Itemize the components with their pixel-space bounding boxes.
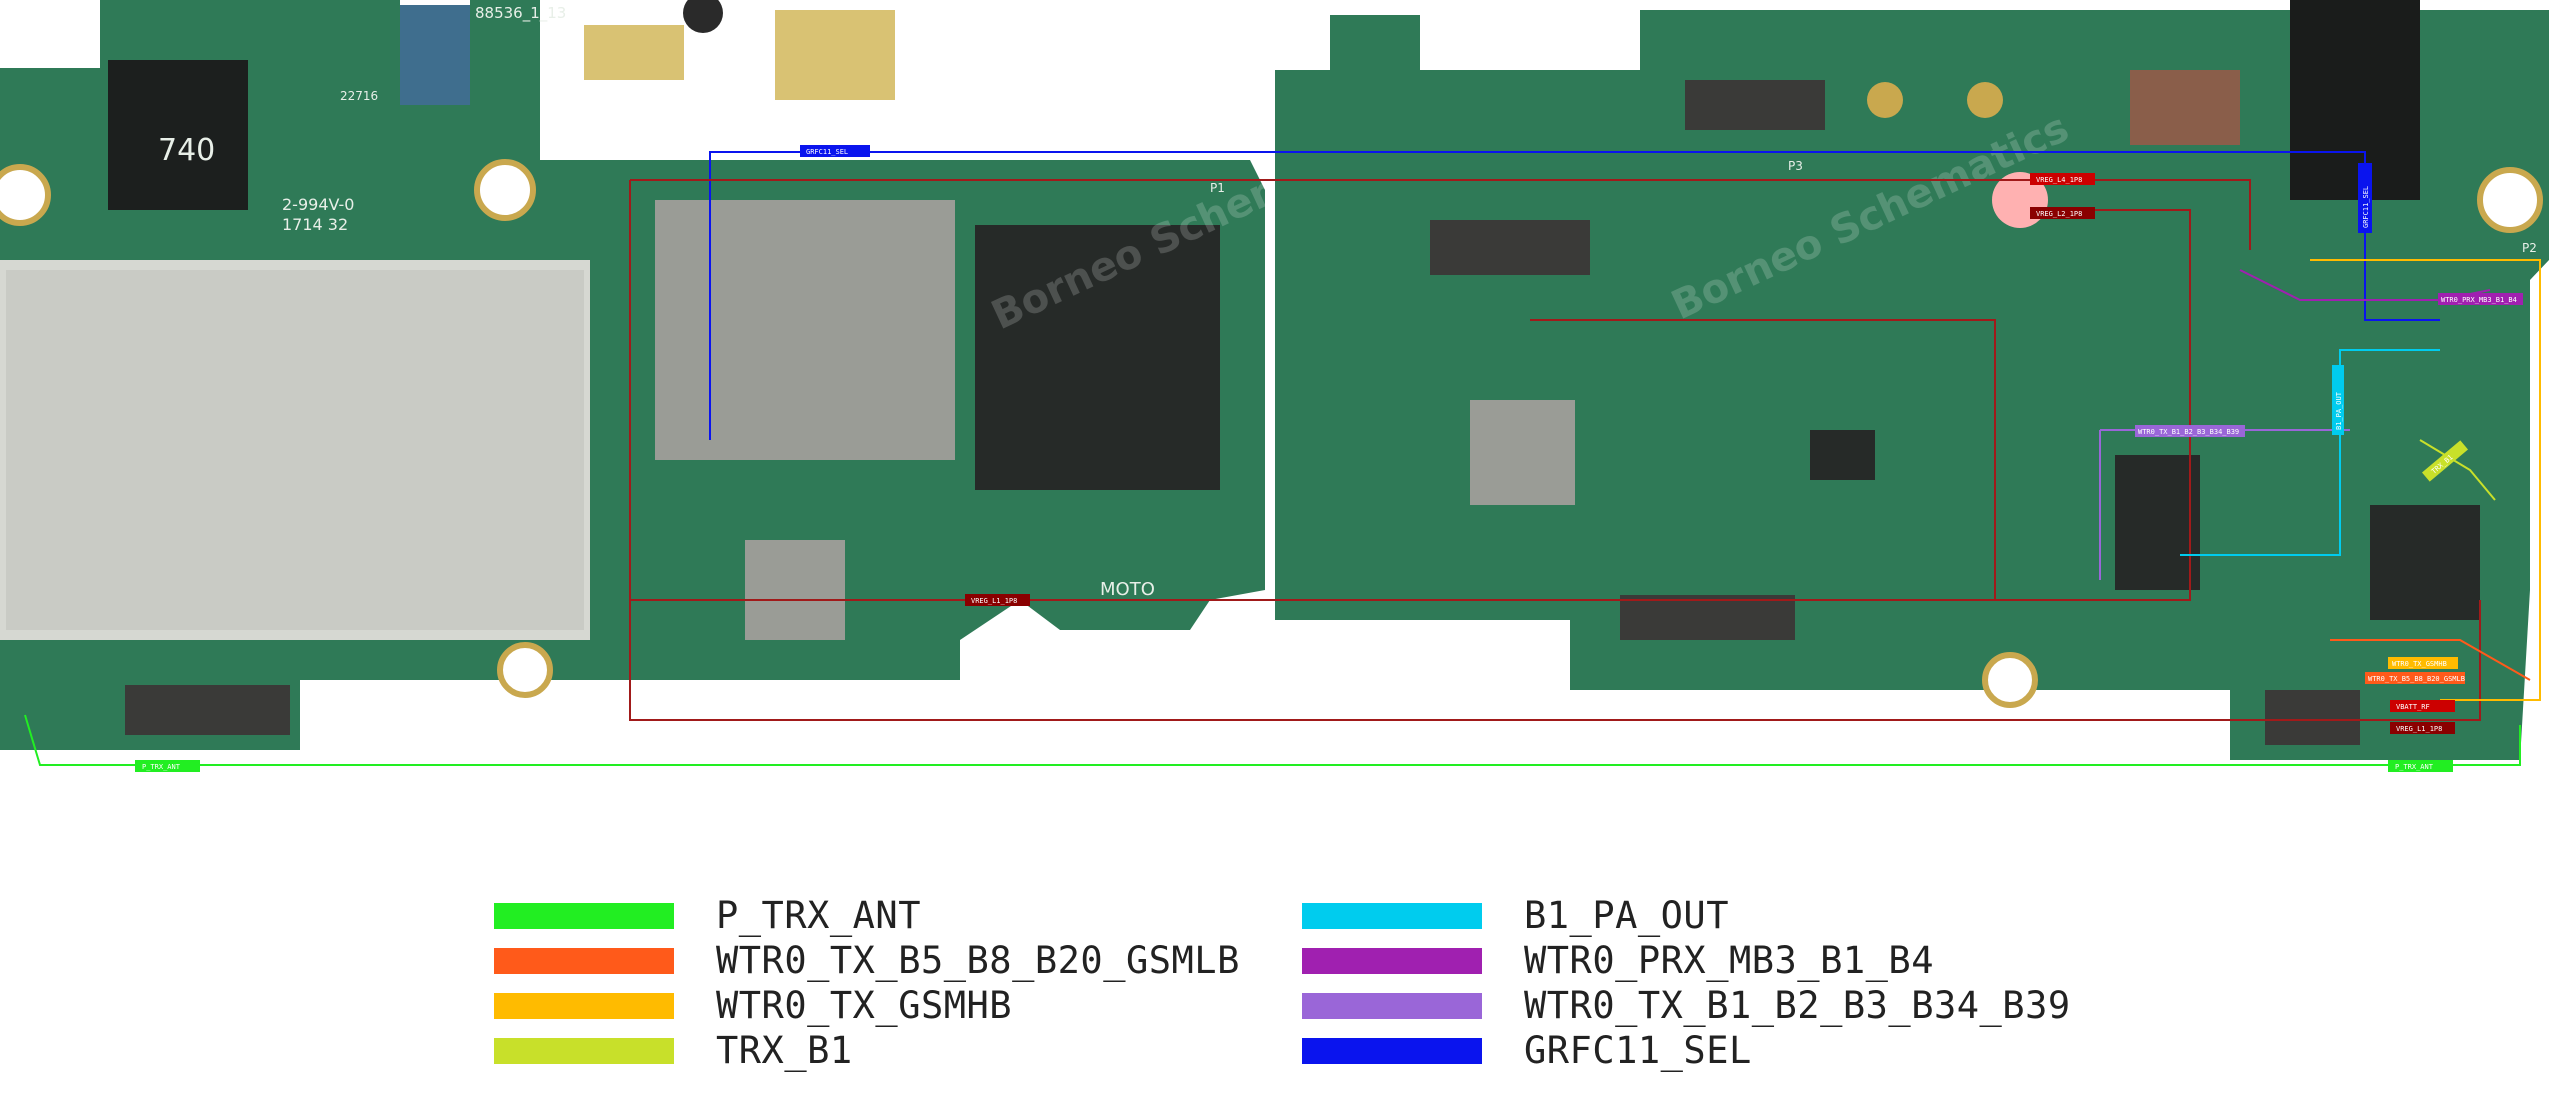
shield-pad-a: [584, 25, 684, 80]
tag-grfc11-sel-top-text: GRFC11_SEL: [806, 148, 848, 156]
rf-test-point: [1967, 82, 2003, 118]
pcb-right-section: P2 P3 Borneo Schematics: [1275, 0, 2549, 760]
memory-ic: [975, 225, 1220, 490]
tag-vbatt-text: VBATT_RF: [2396, 703, 2430, 711]
tag-wtr0-gsmlb: [2365, 672, 2465, 684]
tag-wtr0-prx-text: WTR0_PRX_MB3_B1_B4: [2441, 296, 2517, 304]
connector-brown: [2130, 70, 2240, 145]
tag-wtr0-gsmlb-text: WTR0_TX_B5_B8_B20_GSMLB: [2368, 675, 2465, 683]
fpc-connector-left: [125, 685, 290, 735]
tag-vreg-l1-text: VREG_L1_1P8: [971, 597, 1017, 605]
fpc-connector-right: [2265, 690, 2360, 745]
pcb-left-section: 740 88536_1_13 2-994V-0 1714 32 22716 MO…: [0, 0, 1396, 750]
moto-label: MOTO: [1100, 579, 1155, 600]
tag-vreg-l4-text: VREG_L4_1P8: [2036, 176, 2082, 184]
net-vreg-inner: [630, 209, 2191, 601]
wtr-ic: [2370, 505, 2480, 620]
legend-label-p-trx-ant: P_TRX_ANT: [716, 894, 921, 937]
soc-bga: [655, 200, 955, 460]
legend-swatch-wtr0-tx-gsmhb: [494, 993, 674, 1019]
nets: [24, 151, 2541, 766]
board-id-label: 88536_1_13: [475, 4, 566, 23]
tag-grfc11-sel-side-text: GRFC11_SEL: [2362, 186, 2370, 228]
part-code-label: 22716: [340, 89, 378, 103]
tag-p-trx-ant-right: [2388, 760, 2453, 772]
legend-swatch-p-trx-ant: [494, 903, 674, 929]
mount-hole: [497, 642, 553, 698]
ic-740: [108, 60, 248, 210]
legend-label-grfc11-sel: GRFC11_SEL: [1524, 1029, 1752, 1072]
net-p-trx-ant: [24, 714, 2521, 766]
legend-label-wtr0-prx: WTR0_PRX_MB3_B1_B4: [1524, 939, 1934, 982]
rf-transceiver-bga: [1470, 400, 1575, 505]
legend-label-wtr0-tx-gsmlb: WTR0_TX_B5_B8_B20_GSMLB: [716, 939, 1240, 982]
tag-wtr0-prx: [2438, 293, 2523, 305]
legend-swatch-trx-b1: [494, 1038, 674, 1064]
net-b1-pa-out: [2180, 349, 2440, 556]
rf-test-point: [1867, 82, 1903, 118]
tag-wtr0-gsmhb: [2388, 657, 2458, 669]
tag-p-trx-ant-right-text: P_TRX_ANT: [2395, 763, 2434, 771]
net-tags: GRFC11_SEL GRFC11_SEL P_TRX_ANT P_TRX_AN…: [135, 145, 2523, 772]
net-grfc11-sel: [709, 151, 2440, 440]
tag-vbatt: [2390, 700, 2455, 712]
fpc-connector-bottom: [1620, 595, 1795, 640]
legend-swatch-grfc11-sel: [1302, 1038, 1482, 1064]
pcb-board-diagram: 740 88536_1_13 2-994V-0 1714 32 22716 MO…: [0, 0, 2549, 772]
tag-vreg-l1-right-text: VREG_L1_1P8: [2396, 725, 2442, 733]
p2-label: P2: [2522, 241, 2537, 255]
tag-vreg-l2: [2030, 207, 2095, 219]
tag-p-trx-ant-left-text: P_TRX_ANT: [142, 763, 181, 771]
net-legend: P_TRX_ANT WTR0_TX_B5_B8_B20_GSMLB WTR0_T…: [0, 895, 2549, 1095]
tag-wtr0-tx-b1: [2135, 425, 2245, 437]
tag-vreg-l1-right: [2390, 722, 2455, 734]
net-trx-b1: [2419, 439, 2496, 501]
legend-label-trx-b1: TRX_B1: [716, 1029, 853, 1072]
shield-pad-b: [775, 10, 895, 100]
net-wtr0-gsmlb: [2330, 639, 2531, 681]
tag-b1-pa-out-text: B1_PA_OUT: [2335, 391, 2343, 430]
sensor-module: [400, 5, 470, 105]
tag-grfc11-sel-top: [800, 145, 870, 157]
legend-label-b1-pa-out: B1_PA_OUT: [1524, 894, 1729, 937]
legend-swatch-wtr0-prx: [1302, 948, 1482, 974]
silkscreen-code-a: 2-994V-0: [282, 195, 354, 214]
net-vreg-rf: [1530, 319, 1996, 600]
tag-wtr0-gsmhb-text: WTR0_TX_GSMHB: [2392, 660, 2447, 668]
mount-hole: [2477, 167, 2543, 233]
net-wtr0-gsmhb: [2310, 259, 2541, 701]
mount-hole: [1982, 652, 2038, 708]
p1-label: P1: [1210, 181, 1225, 195]
tag-trx-b1: [2421, 440, 2469, 482]
mic-hole: [683, 0, 723, 33]
mount-hole: [474, 159, 536, 221]
fpc-connector-mid: [1430, 220, 1590, 275]
pmic-bga: [745, 540, 845, 640]
tag-vreg-l1: [965, 594, 1030, 606]
tag-wtr0-tx-b1-text: WTR0_TX_B1_B2_B3_B34_B39: [2138, 428, 2239, 436]
rf-switch-ic: [1810, 430, 1875, 480]
tag-grfc11-sel-side: [2358, 163, 2372, 233]
p3-label: P3: [1788, 159, 1803, 173]
tag-vreg-l2-text: VREG_L2_1P8: [2036, 210, 2082, 218]
legend-swatch-wtr0-tx-gsmlb: [494, 948, 674, 974]
net-vreg: [629, 179, 2481, 721]
pa-module: [2115, 455, 2200, 590]
legend-label-wtr0-tx-b1: WTR0_TX_B1_B2_B3_B34_B39: [1524, 984, 2071, 1027]
legend-label-wtr0-tx-gsmhb: WTR0_TX_GSMHB: [716, 984, 1013, 1027]
ic-740-label: 740: [158, 133, 215, 168]
tag-b1-pa-out: [2332, 365, 2344, 435]
tag-p-trx-ant-left: [135, 760, 200, 772]
tag-vreg-l4: [2030, 173, 2095, 185]
audio-jack: [2290, 0, 2420, 200]
mount-hole: [0, 164, 51, 226]
legend-swatch-wtr0-tx-b1: [1302, 993, 1482, 1019]
legend-swatch-b1-pa-out: [1302, 903, 1482, 929]
fpc-connector-top: [1685, 80, 1825, 130]
silkscreen-code-b: 1714 32: [282, 215, 348, 234]
